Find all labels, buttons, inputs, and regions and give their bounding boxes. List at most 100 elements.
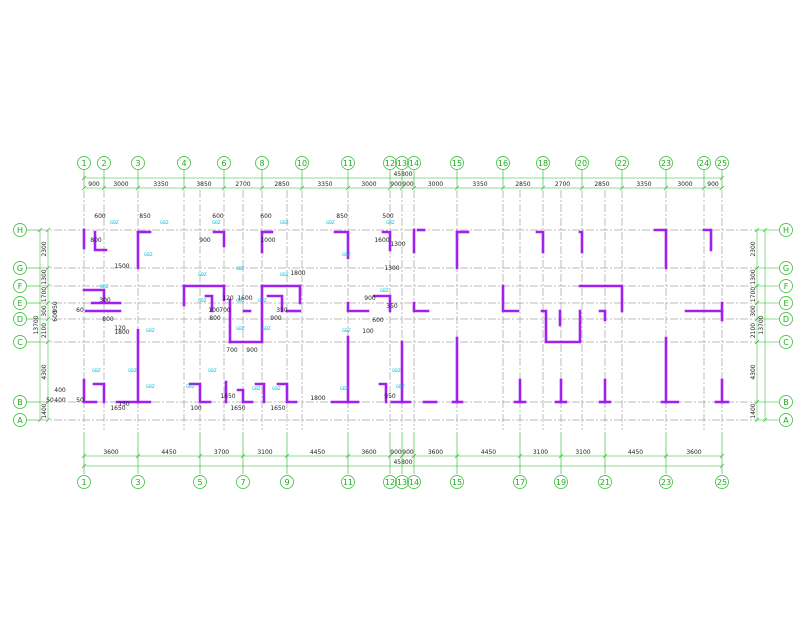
shear-wall [188, 382, 212, 404]
wall-tag: GBZ [160, 220, 169, 225]
wall-tag: GBZ [342, 252, 351, 257]
wall-tag: GBZ [212, 220, 221, 225]
axis-label: B [17, 398, 23, 407]
shear-wall [702, 228, 713, 252]
axis-label: A [17, 416, 23, 425]
wall-dim: 1800 [310, 395, 325, 402]
shear-wall [82, 288, 106, 305]
axis-label: 11 [343, 159, 353, 168]
axis-label: C [783, 338, 789, 347]
dim-tick [45, 339, 51, 345]
shear-wall [372, 294, 392, 313]
axis-label: H [783, 226, 789, 235]
left-extra-dim: 950 [52, 301, 59, 313]
axis-label: 16 [498, 159, 508, 168]
axis-label: C [17, 338, 23, 347]
bottom-dim: 3600 [103, 449, 118, 456]
axis-label: B [783, 398, 789, 407]
wall-dim: 950 [384, 393, 396, 400]
wall-tag: GBZ [236, 266, 245, 271]
axis-label: 2 [101, 159, 106, 168]
shear-wall [254, 382, 266, 404]
right-dim: 1700 [750, 287, 757, 302]
axis-label: 4 [181, 159, 186, 168]
dim-tick [45, 300, 51, 306]
dim-tick [45, 283, 51, 289]
axis-bubble [659, 475, 673, 489]
top-dim: 3350 [472, 181, 487, 188]
axis-bubble [13, 261, 27, 275]
wall-dim: 120 [114, 325, 126, 332]
shear-wall [412, 301, 430, 313]
left-dim: 300 [41, 305, 48, 317]
wall-tag: GBZ [186, 384, 195, 389]
axis-bubble [236, 475, 250, 489]
wall-dim: 900 [199, 237, 211, 244]
wall-dim: 600 [94, 213, 106, 220]
shear-wall [266, 294, 284, 313]
top-dim: 3350 [317, 181, 332, 188]
shear-wall [236, 388, 254, 404]
axis-label: E [783, 299, 788, 308]
wall-dim: 900 [364, 295, 376, 302]
axis-bubble [779, 335, 793, 349]
axis-bubble [715, 475, 729, 489]
axis-bubble [13, 335, 27, 349]
axis-bubble [779, 279, 793, 293]
bottom-dim: 3600 [361, 449, 376, 456]
bottom-dim: 4450 [161, 449, 176, 456]
shear-wall [378, 382, 388, 404]
axis-label: 10 [297, 159, 307, 168]
axis-label: 23 [661, 478, 671, 487]
wall-tag: GBZ [380, 288, 389, 293]
axis-label: 9 [284, 478, 289, 487]
wall-dim: 1650 [110, 405, 125, 412]
axis-bubble [13, 223, 27, 237]
axis-bubble [77, 475, 91, 489]
wall-dim: 850 [336, 213, 348, 220]
bottom-dim: 4450 [310, 449, 325, 456]
top-dim: 2850 [274, 181, 289, 188]
axis-label: 13 [397, 478, 407, 487]
axis-bubble [575, 156, 589, 170]
axis-bubble [598, 475, 612, 489]
wall-dim: 600 [260, 213, 272, 220]
bottom-dim: 900 [402, 449, 414, 456]
shear-wall [540, 309, 582, 344]
dim-tick [45, 227, 51, 233]
shear-wall [276, 382, 298, 404]
wall-dim: 1650 [230, 405, 245, 412]
shear-wall [578, 284, 624, 313]
wall-tag: GBZ [280, 220, 289, 225]
bottom-dim: 3700 [214, 449, 229, 456]
wall-dim: 700 [226, 347, 238, 354]
top-dim: 900 [402, 181, 414, 188]
dim-tick [754, 316, 760, 322]
top-dim: 2850 [594, 181, 609, 188]
top-dim: 3000 [113, 181, 128, 188]
axis-bubble [496, 156, 510, 170]
axis-label: E [17, 299, 22, 308]
axis-bubble [295, 156, 309, 170]
dim-tick [754, 399, 760, 405]
left-extra-dim: 600 [52, 310, 59, 322]
top-dim: 900 [707, 181, 719, 188]
axis-bubble [615, 156, 629, 170]
axis-label: 12 [385, 159, 395, 168]
left-dim: 1400 [41, 403, 48, 418]
axis-bubble [395, 475, 409, 489]
axis-label: 24 [699, 159, 709, 168]
wall-tag: GBZ [236, 326, 245, 331]
bottom-dim: 4450 [481, 449, 496, 456]
left-overall-dim: 13700 [33, 315, 40, 334]
wall-dim: 800 [90, 237, 102, 244]
wall-dim: 800 [102, 316, 114, 323]
top-dim: 2850 [515, 181, 530, 188]
top-dim: 2700 [235, 181, 250, 188]
top-dim: 900 [390, 181, 402, 188]
top-dim: 3000 [677, 181, 692, 188]
wall-tag: GBZ [392, 368, 401, 373]
